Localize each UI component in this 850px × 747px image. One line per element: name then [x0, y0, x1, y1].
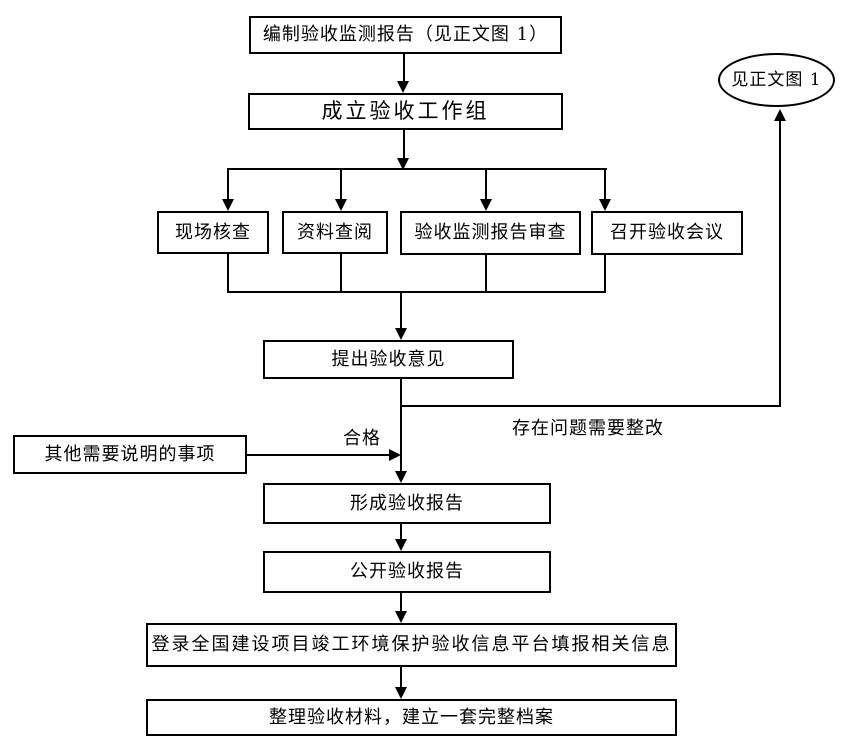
edge-group-to-branch-arrowhead	[397, 158, 409, 170]
branch-line-rectify	[401, 405, 781, 407]
edge-branch-to-monitor-report-line	[485, 170, 487, 200]
edge-branch-to-review-materials-arrowhead	[335, 199, 347, 211]
edge-rectify-to-figure-line	[779, 120, 781, 407]
node-review-materials: 资料查阅	[282, 211, 388, 254]
edge-other-notes-line	[247, 454, 389, 456]
edge-branch-to-review-materials-line	[340, 170, 342, 200]
edge-prepare-to-group-arrowhead	[397, 81, 409, 93]
edge-platform-to-archive-arrowhead	[395, 687, 407, 699]
edge-platform-to-archive-line	[400, 667, 402, 688]
node-hold-meeting: 召开验收会议	[591, 211, 743, 255]
node-see-figure-1: 见正文图 1	[718, 53, 835, 107]
node-prepare-report: 编制验收监测报告（见正文图 1）	[249, 16, 562, 54]
stub-meeting-down	[604, 255, 606, 292]
collector-line	[227, 291, 606, 293]
edge-opinion-to-form-report-arrowhead	[395, 471, 407, 483]
edge-form-to-publish-line	[400, 524, 402, 540]
node-review-monitor-report: 验收监测报告审查	[400, 211, 581, 255]
edge-branch-to-site-check-arrowhead	[222, 199, 234, 211]
edge-form-to-publish-arrowhead	[395, 539, 407, 551]
node-form-report: 形成验收报告	[263, 483, 551, 524]
node-form-working-group: 成立验收工作组	[248, 93, 563, 130]
edge-label-qualified: 合格	[343, 428, 381, 449]
edge-publish-to-platform-line	[400, 593, 402, 612]
edge-publish-to-platform-arrowhead	[395, 611, 407, 623]
edge-group-to-branch-line	[403, 130, 405, 158]
stub-review-materials-down	[340, 254, 342, 292]
edge-rectify-to-figure-arrowhead	[774, 109, 786, 121]
edge-collector-to-opinion-line	[400, 292, 402, 329]
edge-opinion-to-form-report-line	[400, 379, 402, 472]
node-site-check: 现场核查	[157, 211, 269, 254]
edge-branch-to-meeting-arrowhead	[599, 199, 611, 211]
branch-line-top	[227, 168, 607, 170]
node-archive-materials: 整理验收材料，建立一套完整档案	[146, 699, 677, 736]
stub-monitor-report-down	[485, 255, 487, 292]
edge-prepare-to-group-line	[403, 54, 405, 82]
edge-collector-to-opinion-arrowhead	[395, 328, 407, 340]
node-other-notes: 其他需要说明的事项	[13, 435, 247, 474]
node-propose-opinion: 提出验收意见	[263, 340, 514, 379]
node-platform-entry: 登录全国建设项目竣工环境保护验收信息平台填报相关信息	[146, 623, 677, 667]
edge-branch-to-meeting-line	[604, 170, 606, 200]
node-publish-report: 公开验收报告	[263, 551, 551, 593]
edge-branch-to-site-check-line	[227, 170, 229, 200]
edge-label-needs-rectification: 存在问题需要整改	[512, 418, 664, 439]
edge-other-notes-arrowhead	[389, 449, 401, 461]
stub-site-check-down	[227, 254, 229, 292]
edge-branch-to-monitor-report-arrowhead	[480, 199, 492, 211]
